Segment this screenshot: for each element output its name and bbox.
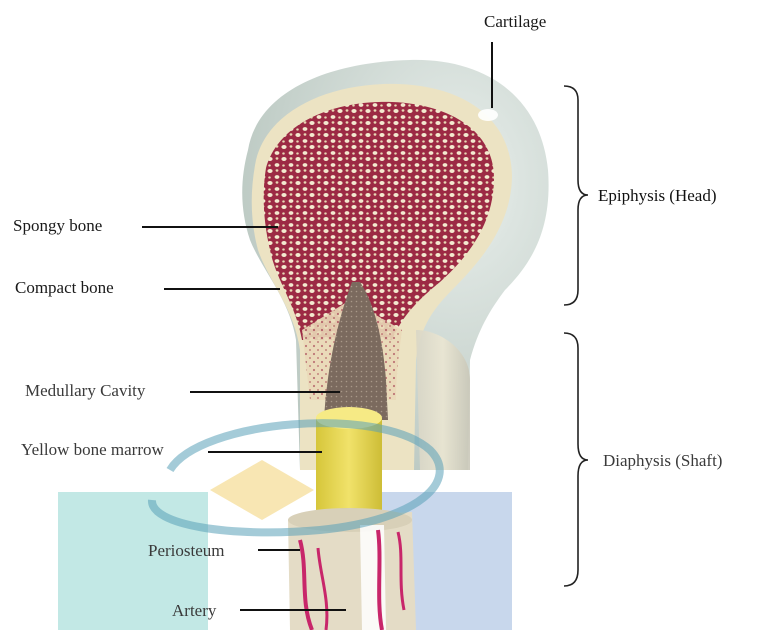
label-compact-bone: Compact bone [15,278,114,298]
label-yellow-bone-marrow: Yellow bone marrow [21,440,164,460]
label-periosteum: Periosteum [148,541,225,561]
label-spongy-bone: Spongy bone [13,216,102,236]
epiphysis-bracket [564,86,588,305]
label-epiphysis: Epiphysis (Head) [598,186,717,206]
yellow-marrow-cylinder [316,418,382,518]
label-cartilage: Cartilage [484,12,546,32]
watermark-diamond [210,460,314,520]
bone-cross-section [360,525,386,630]
label-medullary-cavity: Medullary Cavity [25,381,145,401]
label-diaphysis: Diaphysis (Shaft) [603,451,722,471]
label-artery: Artery [172,601,216,621]
cartilage-highlight [478,109,498,121]
diaphysis-bracket [564,333,588,586]
